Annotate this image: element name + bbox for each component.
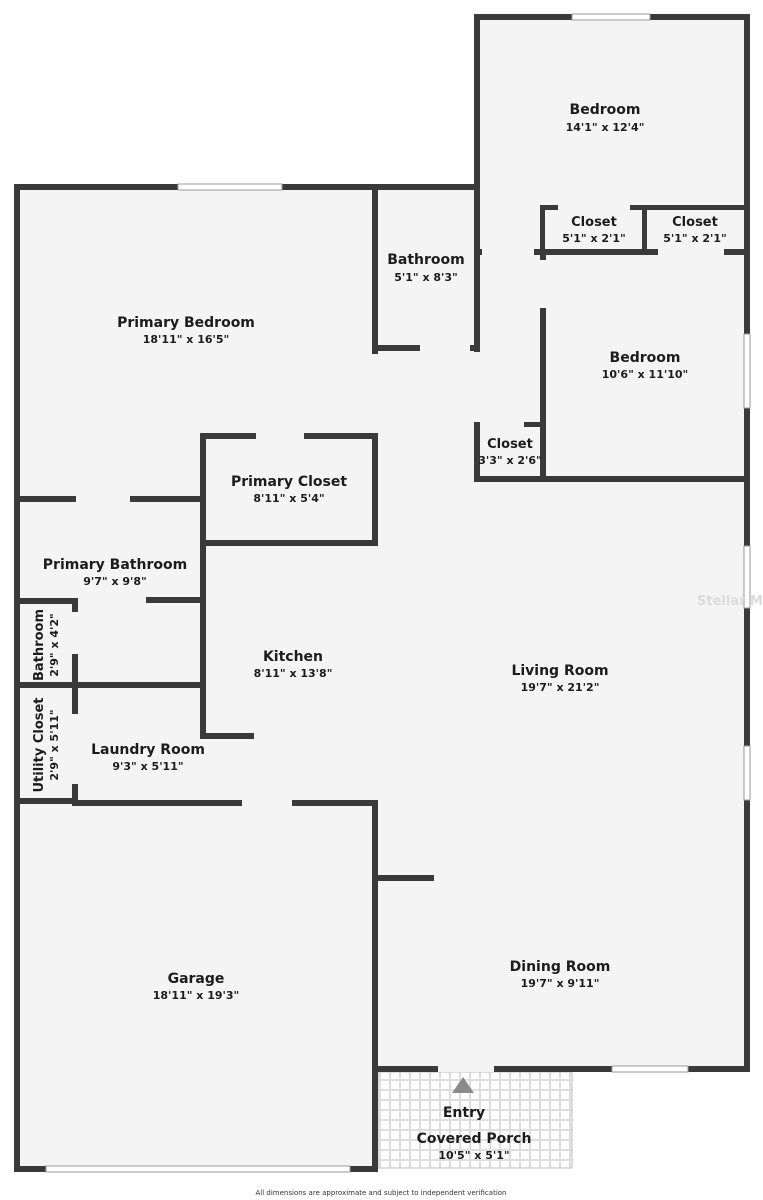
room-dims-covered-porch: 10'5" x 5'1": [438, 1149, 509, 1162]
room-dims-bathroom: 5'1" x 8'3": [394, 271, 458, 284]
room-name-primary-closet: Primary Closet: [231, 474, 347, 490]
footer-note: All dimensions are approximate and subje…: [256, 1189, 507, 1197]
room-dims-dining-room: 19'7" x 9'11": [521, 977, 600, 990]
room-dims-kitchen: 8'11" x 13'8": [254, 667, 333, 680]
room-name-closet-2: Closet: [672, 215, 718, 230]
entry-label: Entry: [443, 1105, 485, 1121]
room-dims-primary-closet: 8'11" x 5'4": [253, 492, 324, 505]
room-name-covered-porch: Covered Porch: [417, 1131, 532, 1147]
room-dims-bathroom-small: 2'9" x 4'2": [48, 613, 61, 677]
floor-areas: [18, 18, 746, 1169]
room-dims-closet-2: 5'1" x 2'1": [663, 232, 727, 245]
room-name-bedroom-ne: Bedroom: [570, 102, 641, 118]
room-dims-laundry-room: 9'3" x 5'11": [112, 760, 183, 773]
room-name-bathroom: Bathroom: [387, 252, 465, 268]
room-dims-living-room: 19'7" x 21'2": [521, 681, 600, 694]
room-name-utility-closet: Utility Closet: [32, 697, 47, 792]
room-name-primary-bedroom: Primary Bedroom: [117, 315, 255, 331]
entry-arrow-icon: [452, 1077, 474, 1093]
room-name-primary-bathroom: Primary Bathroom: [43, 557, 187, 573]
room-dims-bedroom-e: 10'6" x 11'10": [602, 368, 689, 381]
room-name-living-room: Living Room: [511, 663, 608, 679]
room-name-bedroom-e: Bedroom: [610, 350, 681, 366]
watermark: Stellar MLS: [697, 594, 763, 609]
room-dims-closet-3: 3'3" x 2'6": [478, 454, 542, 467]
room-dims-closet-1: 5'1" x 2'1": [562, 232, 626, 245]
room-name-dining-room: Dining Room: [510, 959, 611, 975]
room-dims-primary-bathroom: 9'7" x 9'8": [83, 575, 147, 588]
room-dims-primary-bedroom: 18'11" x 16'5": [143, 333, 230, 346]
room-dims-bedroom-ne: 14'1" x 12'4": [566, 121, 645, 134]
room-name-closet-3: Closet: [487, 437, 533, 452]
windows: [45, 13, 751, 1173]
room-dims-garage: 18'11" x 19'3": [153, 989, 240, 1002]
door-openings: [72, 205, 724, 1072]
room-name-garage: Garage: [168, 971, 225, 987]
room-labels: Bedroom 14'1" x 12'4" Closet 5'1" x 2'1"…: [32, 102, 727, 1162]
room-name-kitchen: Kitchen: [263, 649, 323, 665]
room-dims-utility-closet: 2'9" x 5'11": [48, 709, 61, 780]
room-name-bathroom-small: Bathroom: [32, 609, 47, 681]
covered-porch-area: [377, 1071, 573, 1169]
room-name-closet-1: Closet: [571, 215, 617, 230]
room-name-laundry-room: Laundry Room: [91, 742, 205, 758]
